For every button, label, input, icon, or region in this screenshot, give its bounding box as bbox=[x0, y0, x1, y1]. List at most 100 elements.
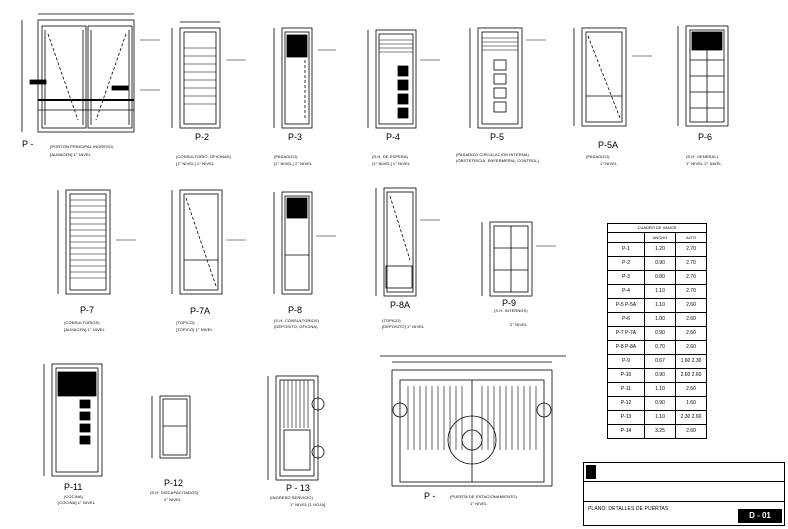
schedule-header-ancho: ANCHO bbox=[645, 233, 676, 242]
door-label-p5: P-5 bbox=[490, 132, 505, 142]
door-p14-elevation bbox=[380, 355, 566, 487]
door-sub-p5: (OBSTETRICIA, ENFERMERIA, CONTROL) bbox=[456, 158, 539, 163]
door-p5-elevation bbox=[469, 27, 523, 129]
door-label-p1: P - bbox=[22, 139, 34, 149]
door-note-p6: (S.H. GENERAL) bbox=[686, 154, 719, 159]
door-sub-p8a: [DEPOSITO] 1° NIVEL bbox=[382, 324, 425, 329]
door-label-p7: P-7 bbox=[80, 305, 95, 315]
schedule-cell-ancho: 0.90 bbox=[645, 327, 676, 340]
schedule-cell-alto: 2.70 bbox=[686, 274, 696, 280]
schedule-cell-code: P-10 bbox=[608, 369, 645, 382]
door-note-p1: (PORTON PRINCIPAL INGRESO) bbox=[50, 144, 114, 149]
schedule-cell-code: P-12 bbox=[608, 397, 645, 410]
schedule-cell-alto: 1.60 bbox=[686, 400, 696, 406]
door-sub-p13: 1° NIVEL [1 HOJA] bbox=[290, 502, 326, 507]
door-sub-p2: [1° NIVEL] 1° NIVEL bbox=[176, 161, 215, 166]
door-sub-p3: [1° NIVEL] 1° NIVEL bbox=[274, 161, 313, 166]
schedule-cell-ancho: 1.10 bbox=[645, 285, 676, 298]
schedule-cell-code: P-13 bbox=[608, 411, 645, 424]
door-p8-elevation bbox=[273, 191, 313, 295]
door-label-p12: P-12 bbox=[164, 478, 184, 488]
schedule-cell-alto: 2.60 2.60 bbox=[680, 372, 702, 378]
door-label-p14: P - bbox=[424, 491, 436, 501]
door-sub-p11: [COCINA] 1° NIVEL bbox=[58, 500, 96, 505]
door-label-p9: P-9 bbox=[502, 298, 517, 308]
schedule-cell-alto: 1.60 2.30 bbox=[680, 358, 702, 364]
door-sub-p5a: 1° NIVEL bbox=[600, 161, 618, 166]
door-p1-elevation bbox=[21, 13, 135, 133]
door-p6-elevation bbox=[677, 25, 729, 127]
door-note-p8: (S.H. CONSULTORIOS) bbox=[274, 318, 320, 323]
door-note-p5a: (PASADIZO) bbox=[586, 154, 610, 159]
schedule-cell-ancho: 1.10 bbox=[645, 383, 676, 396]
schedule-cell-code: P-4 bbox=[608, 285, 645, 298]
door-sub-p7a: [TOPICO] 1° NIVEL bbox=[176, 327, 213, 332]
door-p7a-elevation bbox=[171, 189, 223, 295]
schedule-cell-alto: 2.30 2.60 bbox=[680, 414, 702, 420]
door-note-p7: (CONSULTORIOS) bbox=[64, 320, 100, 325]
door-sub-p4: [1° NIVEL] 1° NIVEL bbox=[372, 161, 411, 166]
schedule-cell-alto: 2.60 bbox=[686, 428, 696, 434]
schedule-header-code bbox=[608, 233, 645, 242]
door-sub-p12: 2° NIVEL bbox=[164, 497, 182, 502]
door-label-p8: P-8 bbox=[288, 305, 303, 315]
schedule-cell-ancho: 0.90 bbox=[645, 369, 676, 382]
door-note-p7a: (TOPICO) bbox=[176, 320, 195, 325]
schedule-cell-alto: 2.60 bbox=[686, 330, 696, 336]
schedule-cell-code: P-2 bbox=[608, 257, 645, 270]
door-label-p13: P - 13 bbox=[286, 483, 310, 493]
schedule-cell-code: P-1 bbox=[608, 243, 645, 256]
schedule-cell-code: P-3 bbox=[608, 271, 645, 284]
door-label-p7a: P-7A bbox=[190, 306, 211, 316]
door-p2-elevation bbox=[171, 21, 221, 129]
schedule-cell-ancho: 1.00 bbox=[645, 313, 676, 326]
schedule-cell-ancho: 3.25 bbox=[645, 425, 676, 438]
title-block-divider bbox=[584, 481, 784, 482]
dimension-marks bbox=[116, 39, 652, 247]
schedule-cell-ancho: 0.67 bbox=[645, 355, 676, 368]
schedule-cell-alto: 2.60 bbox=[686, 302, 696, 308]
door-sub-p6: 1° NIVEL 2° NIVEL bbox=[686, 161, 722, 166]
sheet-number: D - 01 bbox=[738, 509, 782, 523]
schedule-cell-code: P-9 bbox=[608, 355, 645, 368]
title-block: PLANO: DETALLES DE PUERTAS D - 01 bbox=[583, 462, 785, 526]
door-note-p11: (COCINA) bbox=[64, 494, 84, 499]
door-label-p8a: P-8A bbox=[390, 300, 411, 310]
door-p7-elevation bbox=[57, 189, 111, 295]
door-sub-p8: (DEPOSITO, OFICINA) bbox=[274, 324, 318, 329]
schedule-cell-alto: 2.70 bbox=[686, 288, 696, 294]
door-sub-p1: [ALMACEN] 1° NIVEL bbox=[50, 152, 91, 157]
title-block-divider bbox=[584, 501, 784, 502]
door-note-p2: (CONSULTORIO, OFICINAS) bbox=[176, 154, 232, 159]
door-p13-elevation bbox=[267, 375, 325, 481]
door-label-p3: P-3 bbox=[288, 132, 303, 142]
schedule-cell-ancho: 1.20 bbox=[645, 243, 676, 256]
door-label-p4: P-4 bbox=[386, 132, 401, 142]
door-p9-elevation bbox=[481, 221, 533, 297]
door-note-p12: (S.H. DISCAPACITADOS) bbox=[150, 490, 199, 495]
schedule-cell-code: P-5 P-5A bbox=[608, 299, 645, 312]
schedule-cell-code: P-14 bbox=[608, 425, 645, 438]
door-p11-elevation bbox=[43, 363, 103, 477]
schedule-cell-code: P-7 P-7A bbox=[608, 327, 645, 340]
schedule-cell-code: P-6 bbox=[608, 313, 645, 326]
logo bbox=[586, 465, 596, 479]
door-p5a-elevation bbox=[573, 27, 627, 127]
schedule-cell-ancho: 1.10 bbox=[645, 411, 676, 424]
door-label-p11: P-11 bbox=[64, 482, 83, 492]
schedule-cell-alto: 2.60 bbox=[686, 316, 696, 322]
door-sub-p14: 1° NIVEL bbox=[470, 501, 488, 506]
schedule-cell-alto: 2.70 bbox=[686, 260, 696, 266]
